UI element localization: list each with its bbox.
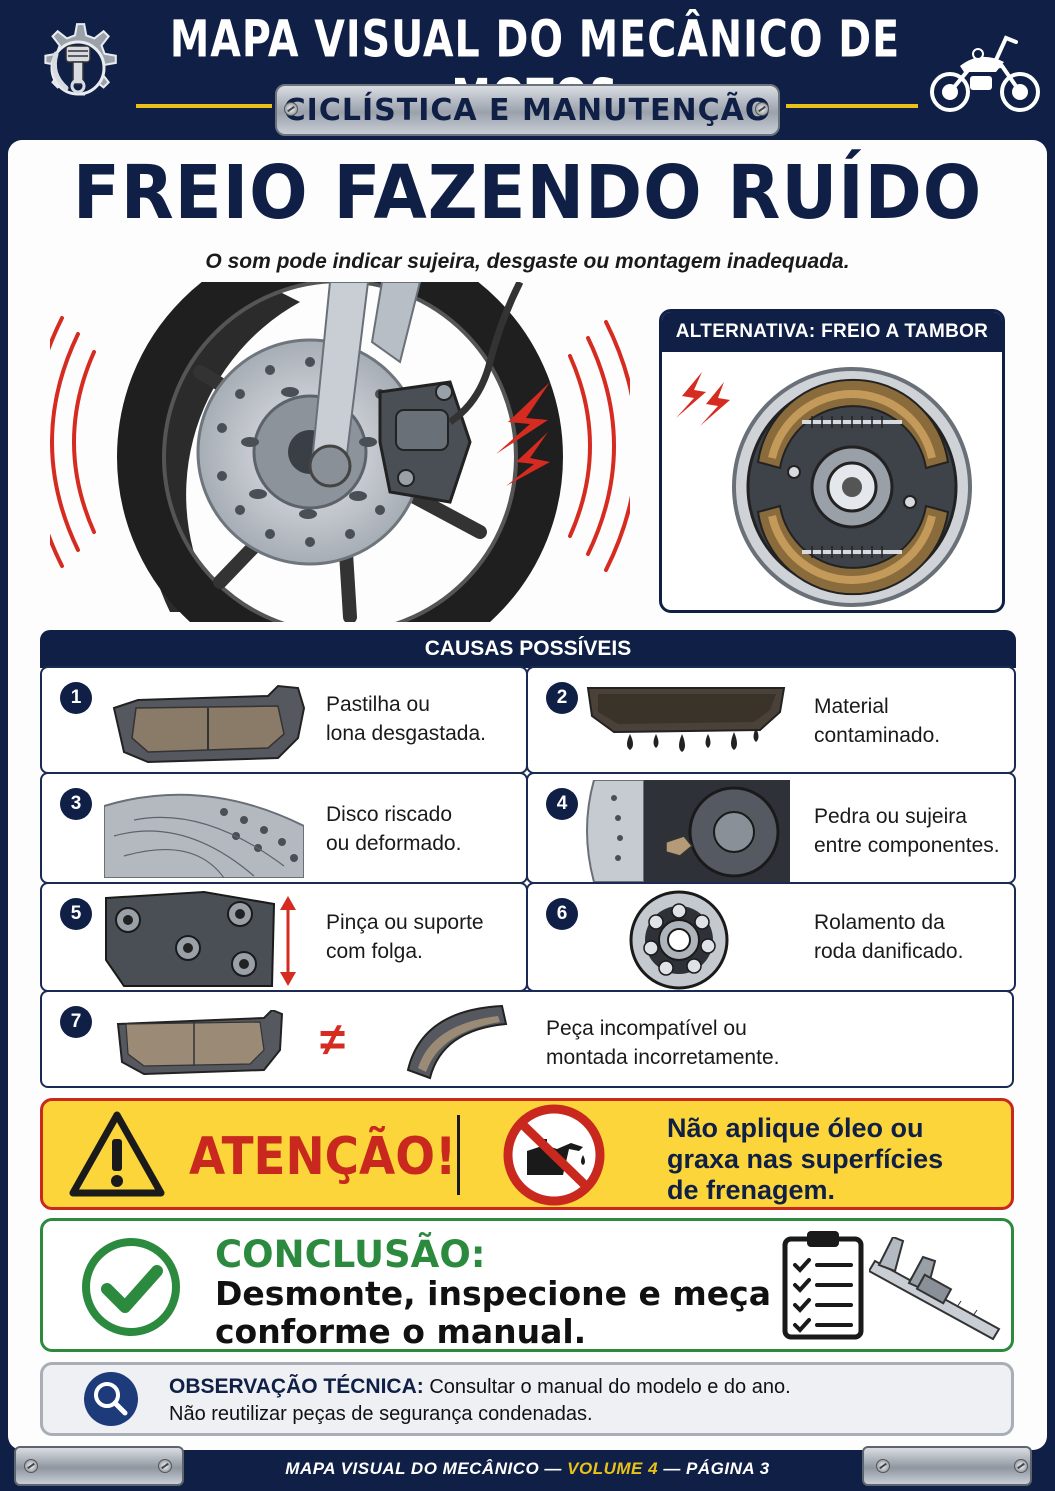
technical-note: OBSERVAÇÃO TÉCNICA: Consultar o manual d… [40, 1362, 1014, 1436]
page-title: FREIO FAZENDO RUÍDO [72, 150, 983, 236]
header-rule-left [136, 104, 272, 108]
checkmark-icon [82, 1238, 180, 1336]
loose-caliper-icon [105, 890, 296, 987]
cause-item-6: 6 Rolamento da roda danificado. [526, 882, 1016, 992]
gear-piston-logo-icon [44, 23, 117, 96]
conclusion-banner: CONCLUSÃO: Desmonte, inspecione e meça c… [40, 1218, 1014, 1352]
screw-icon [755, 102, 769, 116]
stone-between-components-icon [586, 780, 790, 882]
header-rule-right [786, 104, 918, 108]
footer-volume: VOLUME 4 [567, 1459, 659, 1478]
footer-plate-left [14, 1446, 184, 1486]
cause-item-3: 3 Disco riscado ou deformado. [40, 772, 528, 884]
disc-brake-wheel-illustration [50, 282, 630, 622]
screw-icon [158, 1459, 172, 1473]
cause-text: Pastilha ou lona desgastada. [326, 693, 486, 745]
drum-brake-card: ALTERNATIVA: FREIO A TAMBOR [659, 309, 1005, 613]
cause-text: Disco riscado ou deformado. [326, 803, 462, 855]
no-oil-icon [503, 1104, 605, 1206]
clipboard-icon [782, 1231, 864, 1340]
cause-number: 3 [60, 788, 92, 820]
cause-item-7: 7 ≠ Peça incompatível ou montada incorre… [40, 990, 1014, 1088]
attention-text: Não aplique óleo ou graxa nas superfície… [667, 1113, 944, 1205]
brake-pad-icon [116, 1010, 284, 1076]
header-subtitle-plate: CICLÍSTICA E MANUTENÇÃO [275, 84, 780, 136]
cause-item-5: 5 Pinça ou suporte com folga. [40, 882, 528, 992]
header-subtitle: CICLÍSTICA E MANUTENÇÃO [283, 92, 772, 128]
cause-text: Peça incompatível ou montada incorretame… [546, 1017, 780, 1069]
magnifier-icon [84, 1372, 138, 1426]
cause-number: 4 [546, 788, 578, 820]
screw-icon [24, 1459, 38, 1473]
brake-pad-icon [112, 684, 306, 764]
cause-number: 1 [60, 682, 92, 714]
conclusion-title: CONCLUSÃO: [215, 1233, 486, 1276]
noise-waves-right-icon [568, 320, 630, 572]
footer-text: MAPA VISUAL DO MECÂNICO — VOLUME 4 — PÁG… [285, 1459, 770, 1478]
attention-divider [457, 1115, 460, 1195]
screw-icon [876, 1459, 890, 1473]
warning-triangle-icon [69, 1111, 165, 1197]
not-equal-icon: ≠ [320, 1013, 346, 1065]
cause-text: Pedra ou sujeira entre componentes. [814, 805, 1000, 857]
technical-note-label: OBSERVAÇÃO TÉCNICA: [169, 1375, 424, 1398]
causes-section: CAUSAS POSSÍVEIS 1 Pastilha ou lona desg… [40, 630, 1016, 1090]
cause-text: Pinça ou suporte com folga. [326, 911, 484, 963]
technical-note-line-2: Não reutilizar peças de segurança conden… [169, 1403, 593, 1425]
cause-text: Material contaminado. [814, 695, 941, 747]
noise-lightning-icon [676, 372, 730, 426]
wheel-bearing-icon [629, 890, 729, 990]
drum-brake-illustration [676, 367, 972, 607]
attention-banner: ATENÇÃO! Não aplique óleo ou graxa nas s… [40, 1098, 1014, 1210]
brake-shoe-icon [406, 1004, 508, 1080]
cause-number: 6 [546, 898, 578, 930]
cause-number: 2 [546, 682, 578, 714]
cause-text: Rolamento da roda danificado. [814, 911, 964, 963]
page-subtitle: O som pode indicar sujeira, desgaste ou … [205, 250, 850, 273]
cause-number: 5 [60, 898, 92, 930]
cause-item-4: 4 Pedra ou sujeira entre componentes. [526, 772, 1016, 884]
caliper-gauge-icon [869, 1237, 1001, 1341]
motorcycle-icon [930, 35, 1040, 112]
screw-icon [284, 102, 298, 116]
cause-number: 7 [60, 1006, 92, 1038]
causes-heading: CAUSAS POSSÍVEIS [40, 630, 1016, 668]
footer-plate-right [862, 1446, 1032, 1486]
attention-word: ATENÇÃO! [189, 1127, 457, 1187]
noise-lightning-icon [496, 382, 550, 486]
noise-waves-left-icon [50, 316, 96, 568]
technical-note-line-1: OBSERVAÇÃO TÉCNICA: Consultar o manual d… [169, 1375, 791, 1398]
scratched-disc-icon [104, 793, 304, 878]
cause-item-1: 1 Pastilha ou lona desgastada. [40, 666, 528, 774]
cause-item-2: 2 Material contaminado. [526, 666, 1016, 774]
drum-brake-heading: ALTERNATIVA: FREIO A TAMBOR [662, 312, 1002, 352]
screw-icon [1014, 1459, 1028, 1473]
contaminated-pad-icon [586, 687, 786, 752]
conclusion-text: Desmonte, inspecione e meça conforme o m… [215, 1274, 771, 1351]
